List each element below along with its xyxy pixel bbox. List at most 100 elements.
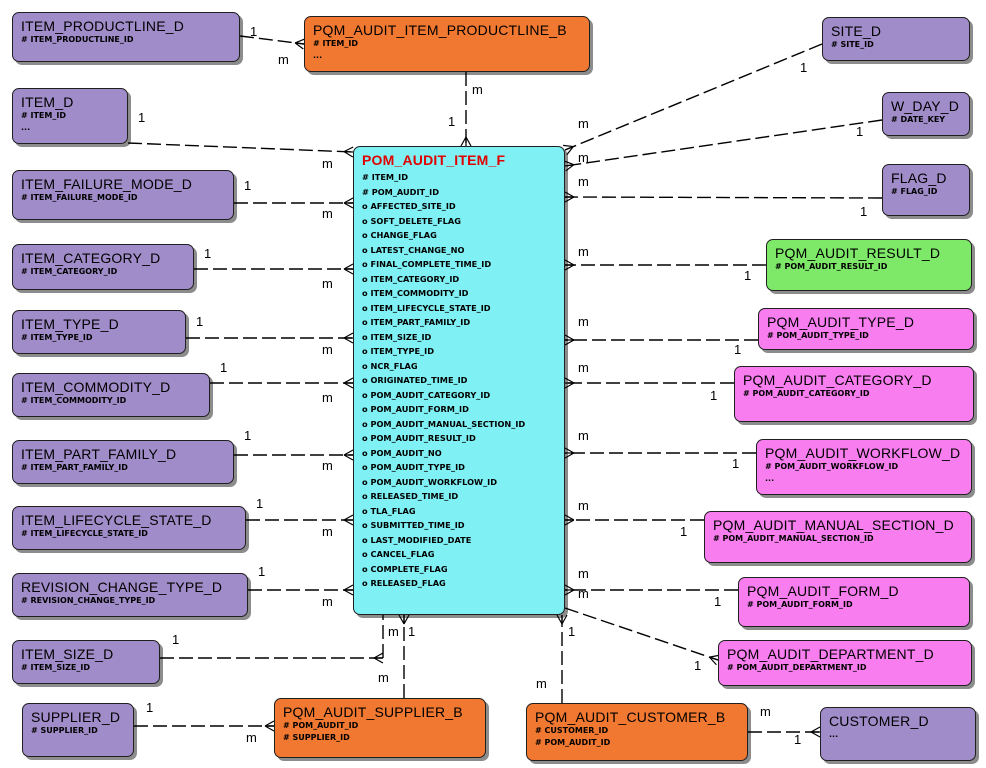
cardinality-one: 1 xyxy=(220,360,227,375)
entity-pom-audit-item-f[interactable]: POM_AUDIT_ITEM_F # ITEM_ID# POM_AUDIT_ID… xyxy=(353,146,565,615)
relationship-line xyxy=(564,43,823,151)
entity-field: o POM_AUDIT_FORM_ID xyxy=(362,404,469,414)
entity-pqm-audit-supplier-b[interactable]: PQM_AUDIT_SUPPLIER_B# POM_AUDIT_ID# SUPP… xyxy=(274,698,486,758)
entity-field: o LATEST_CHANGE_NO xyxy=(362,244,465,255)
entity-field: ... xyxy=(21,123,31,132)
cardinality-one: 1 xyxy=(794,732,801,747)
relationship-line xyxy=(564,607,719,661)
entity-pqm-audit-workflow-d[interactable]: PQM_AUDIT_WORKFLOW_D# POM_AUDIT_WORKFLOW… xyxy=(756,439,972,495)
entity-field: o SOFT_DELETE_FLAG xyxy=(362,215,461,226)
entity-item-part-family-d[interactable]: ITEM_PART_FAMILY_D# ITEM_PART_FAMILY_ID xyxy=(12,440,234,484)
entity-supplier-d[interactable]: SUPPLIER_D# SUPPLIER_ID xyxy=(22,703,134,757)
entity-pqm-audit-customer-b[interactable]: PQM_AUDIT_CUSTOMER_B# CUSTOMER_ID# POM_A… xyxy=(526,703,748,761)
cardinality-one: 1 xyxy=(744,268,751,283)
cardinality-many: m xyxy=(388,624,399,639)
entity-title: ITEM_CATEGORY_D xyxy=(21,250,161,266)
relationship-line xyxy=(564,196,883,199)
cardinality-many: m xyxy=(278,52,289,67)
cardinality-many: m xyxy=(536,676,547,691)
entity-flag-d[interactable]: FLAG_D# FLAG_ID xyxy=(882,164,970,216)
cardinality-one: 1 xyxy=(138,110,145,125)
entity-item-commodity-d[interactable]: ITEM_COMMODITY_D# ITEM_COMMODITY_ID xyxy=(12,373,210,417)
entity-title: ITEM_PRODUCTLINE_D xyxy=(21,18,185,34)
entity-field: # FLAG_ID xyxy=(891,187,938,196)
entity-item-d[interactable]: ITEM_D# ITEM_ID... xyxy=(12,88,128,144)
entity-title: ITEM_TYPE_D xyxy=(21,316,119,332)
entity-field: # REVISION_CHANGE_TYPE_ID xyxy=(21,596,156,605)
crows-foot-icon xyxy=(343,197,354,209)
entity-field: o POM_AUDIT_NO xyxy=(362,447,442,458)
entity-item-size-d[interactable]: ITEM_SIZE_D# ITEM_SIZE_ID xyxy=(12,640,160,684)
entity-item-type-d[interactable]: ITEM_TYPE_D# ITEM_TYPE_ID xyxy=(12,310,186,354)
entity-title: POM_AUDIT_ITEM_F xyxy=(362,152,506,168)
entity-item-lifecycle-state-d[interactable]: ITEM_LIFECYCLE_STATE_D# ITEM_LIFECYCLE_S… xyxy=(12,506,246,550)
entity-title: ITEM_SIZE_D xyxy=(21,646,114,662)
cardinality-one: 1 xyxy=(680,524,687,539)
entity-field: # POM_AUDIT_TYPE_ID xyxy=(767,331,869,340)
entity-title: PQM_AUDIT_CATEGORY_D xyxy=(743,372,932,388)
entity-title: SITE_D xyxy=(831,23,882,39)
crows-foot-icon xyxy=(264,720,275,732)
cardinality-many: m xyxy=(578,150,589,165)
cardinality-one: 1 xyxy=(146,700,153,715)
entity-field: # POM_AUDIT_FORM_ID xyxy=(747,600,853,609)
entity-item-category-d[interactable]: ITEM_CATEGORY_D# ITEM_CATEGORY_ID xyxy=(12,244,194,290)
entity-pqm-audit-category-d[interactable]: PQM_AUDIT_CATEGORY_D# POM_AUDIT_CATEGORY… xyxy=(734,366,974,422)
entity-field: o ITEM_COMMODITY_ID xyxy=(362,288,469,298)
entity-field: o LAST_MODIFIED_DATE xyxy=(362,534,472,545)
entity-title: SUPPLIER_D xyxy=(31,709,121,725)
entity-pqm-audit-department-d[interactable]: PQM_AUDIT_DEPARTMENT_D# POM_AUDIT_DEPART… xyxy=(718,640,972,686)
entity-item-failure-mode-d[interactable]: ITEM_FAILURE_MODE_D# ITEM_FAILURE_MODE_I… xyxy=(12,170,234,220)
cardinality-one: 1 xyxy=(258,564,265,579)
entity-field: # ITEM_ID xyxy=(21,111,66,120)
entity-pqm-audit-form-d[interactable]: PQM_AUDIT_FORM_D# POM_AUDIT_FORM_ID xyxy=(738,577,970,627)
cardinality-many: m xyxy=(578,498,589,513)
cardinality-one: 1 xyxy=(408,624,415,639)
crows-foot-icon xyxy=(343,146,354,158)
entity-field: # ITEM_PRODUCTLINE_ID xyxy=(21,35,134,44)
entity-item-productline-d[interactable]: ITEM_PRODUCTLINE_D# ITEM_PRODUCTLINE_ID xyxy=(12,12,240,62)
crows-foot-icon xyxy=(564,160,575,172)
cardinality-many: m xyxy=(760,704,771,719)
entity-field: o NCR_FLAG xyxy=(362,360,418,371)
entity-field: ... xyxy=(829,730,839,739)
crows-foot-icon xyxy=(810,726,821,738)
entity-revision-change-type-d[interactable]: REVISION_CHANGE_TYPE_D# REVISION_CHANGE_… xyxy=(12,573,248,617)
crows-foot-icon xyxy=(564,447,575,459)
entity-site-d[interactable]: SITE_D# SITE_ID xyxy=(822,17,970,61)
entity-field: ... xyxy=(765,474,775,483)
entity-field: # POM_AUDIT_WORKFLOW_ID xyxy=(765,462,899,471)
entity-field: o ITEM_CATEGORY_ID xyxy=(362,273,460,284)
entity-pqm-audit-result-d[interactable]: PQM_AUDIT_RESULT_D# POM_AUDIT_RESULT_ID xyxy=(766,239,972,291)
entity-field: o AFFECTED_SITE_ID xyxy=(362,201,456,211)
entity-pqm-audit-item-productline-b[interactable]: PQM_AUDIT_ITEM_PRODUCTLINE_B# ITEM_ID... xyxy=(304,16,590,72)
cardinality-many: m xyxy=(578,566,589,581)
entity-field: # POM_AUDIT_MANUAL_SECTION_ID xyxy=(713,534,874,543)
cardinality-one: 1 xyxy=(710,388,717,403)
entity-field: o POM_AUDIT_RESULT_ID xyxy=(362,433,476,443)
cardinality-one: 1 xyxy=(196,314,203,329)
entity-pqm-audit-manual-section-d[interactable]: PQM_AUDIT_MANUAL_SECTION_D# POM_AUDIT_MA… xyxy=(704,511,972,563)
entity-pqm-audit-type-d[interactable]: PQM_AUDIT_TYPE_D# POM_AUDIT_TYPE_ID xyxy=(758,308,974,350)
entity-field: # ITEM_COMMODITY_ID xyxy=(21,396,127,405)
entity-field: o SUBMITTED_TIME_ID xyxy=(362,520,465,530)
entity-field: # SUPPLIER_ID xyxy=(31,726,98,735)
cardinality-one: 1 xyxy=(734,342,741,357)
entity-field: o ORIGINATED_TIME_ID xyxy=(362,375,468,385)
entity-w-day-d[interactable]: W_DAY_D# DATE_KEY xyxy=(882,92,970,136)
entity-customer-d[interactable]: CUSTOMER_D... xyxy=(820,707,976,761)
cardinality-many: m xyxy=(578,116,589,131)
entity-field: o CHANGE_FLAG xyxy=(362,230,437,240)
crows-foot-icon xyxy=(564,584,575,596)
cardinality-many: m xyxy=(322,390,333,405)
cardinality-many: m xyxy=(246,730,257,745)
cardinality-many: m xyxy=(578,586,589,601)
cardinality-many: m xyxy=(578,314,589,329)
entity-field: # ITEM_ID xyxy=(362,172,409,182)
cardinality-many: m xyxy=(322,276,333,291)
cardinality-many: m xyxy=(322,206,333,221)
crows-foot-icon xyxy=(373,652,384,664)
